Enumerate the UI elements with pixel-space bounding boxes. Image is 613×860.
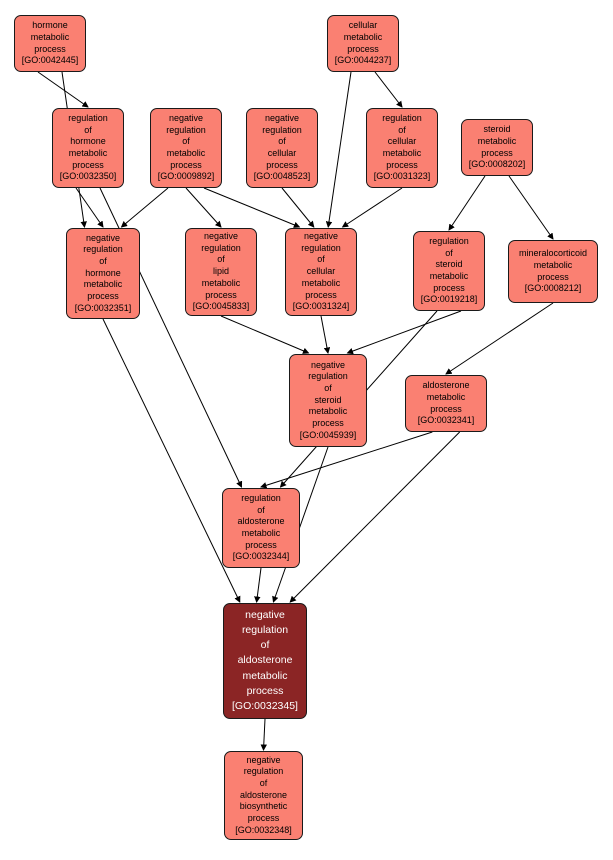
graph-edge: [320, 315, 331, 354]
go-node-GO:0031323[interactable]: regulation of cellular metabolic process…: [366, 108, 438, 188]
graph-edge: [220, 315, 310, 354]
go-node-GO:0032350[interactable]: regulation of hormone metabolic process …: [52, 108, 124, 188]
graph-edge: [75, 187, 104, 228]
go-node-GO:0048523[interactable]: negative regulation of cellular process …: [246, 108, 318, 188]
graph-edge: [203, 187, 301, 228]
graph-edge: [341, 187, 403, 228]
go-node-GO:0031324[interactable]: negative regulation of cellular metaboli…: [285, 228, 357, 316]
graph-edge: [346, 310, 462, 355]
graph-edge: [260, 431, 433, 489]
graph-edge: [289, 431, 461, 603]
graph-edge: [254, 567, 262, 603]
graph-edge: [260, 718, 268, 751]
graph-edge: [185, 187, 222, 228]
graph-edge: [445, 302, 554, 375]
go-node-GO:0032344[interactable]: regulation of aldosterone metabolic proc…: [222, 488, 300, 568]
go-node-GO:0009892[interactable]: negative regulation of metabolic process…: [150, 108, 222, 188]
graph-edge: [272, 446, 329, 603]
go-node-GO:0045939[interactable]: negative regulation of steroid metabolic…: [289, 354, 367, 447]
graph-edge: [102, 318, 241, 603]
graph-edge: [325, 71, 352, 228]
graph-edge: [120, 187, 169, 228]
go-node-GO:0032341[interactable]: aldosterone metabolic process [GO:003234…: [405, 375, 487, 432]
go-node-GO:0008202[interactable]: steroid metabolic process [GO:0008202]: [461, 119, 533, 176]
go-node-GO:0032345[interactable]: negative regulation of aldosterone metab…: [223, 603, 307, 719]
go-node-GO:0045833[interactable]: negative regulation of lipid metabolic p…: [185, 228, 257, 316]
go-node-GO:0019218[interactable]: regulation of steroid metabolic process …: [413, 231, 485, 311]
graph-edge: [37, 71, 89, 108]
graph-edge: [508, 175, 554, 240]
graph-edge: [281, 187, 315, 228]
graph-edge: [448, 175, 486, 231]
go-node-GO:0042445[interactable]: hormone metabolic process [GO:0042445]: [14, 15, 86, 72]
graph-edge: [374, 71, 403, 108]
go-node-GO:0032348[interactable]: negative regulation of aldosterone biosy…: [224, 751, 303, 840]
go-node-GO:0008212[interactable]: mineralocorticoid metabolic process [GO:…: [508, 240, 598, 303]
go-node-GO:0032351[interactable]: negative regulation of hormone metabolic…: [66, 228, 140, 319]
go-node-GO:0044237[interactable]: cellular metabolic process [GO:0044237]: [327, 15, 399, 72]
